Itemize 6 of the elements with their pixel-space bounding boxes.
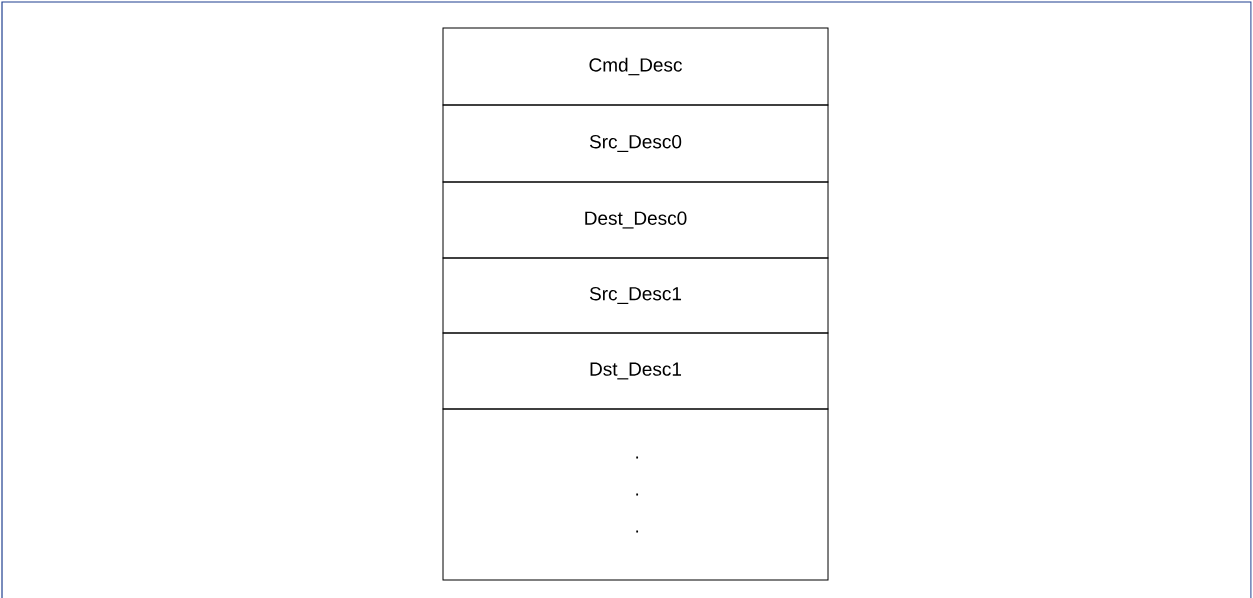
table-row: Dest_Desc0: [442, 181, 829, 259]
table-row: Src_Desc1: [442, 257, 829, 334]
table-row: Dst_Desc1: [442, 332, 829, 410]
table-row: Cmd_Desc: [442, 27, 829, 106]
table-row: . . .: [442, 408, 829, 581]
table-row: Src_Desc0: [442, 104, 829, 183]
